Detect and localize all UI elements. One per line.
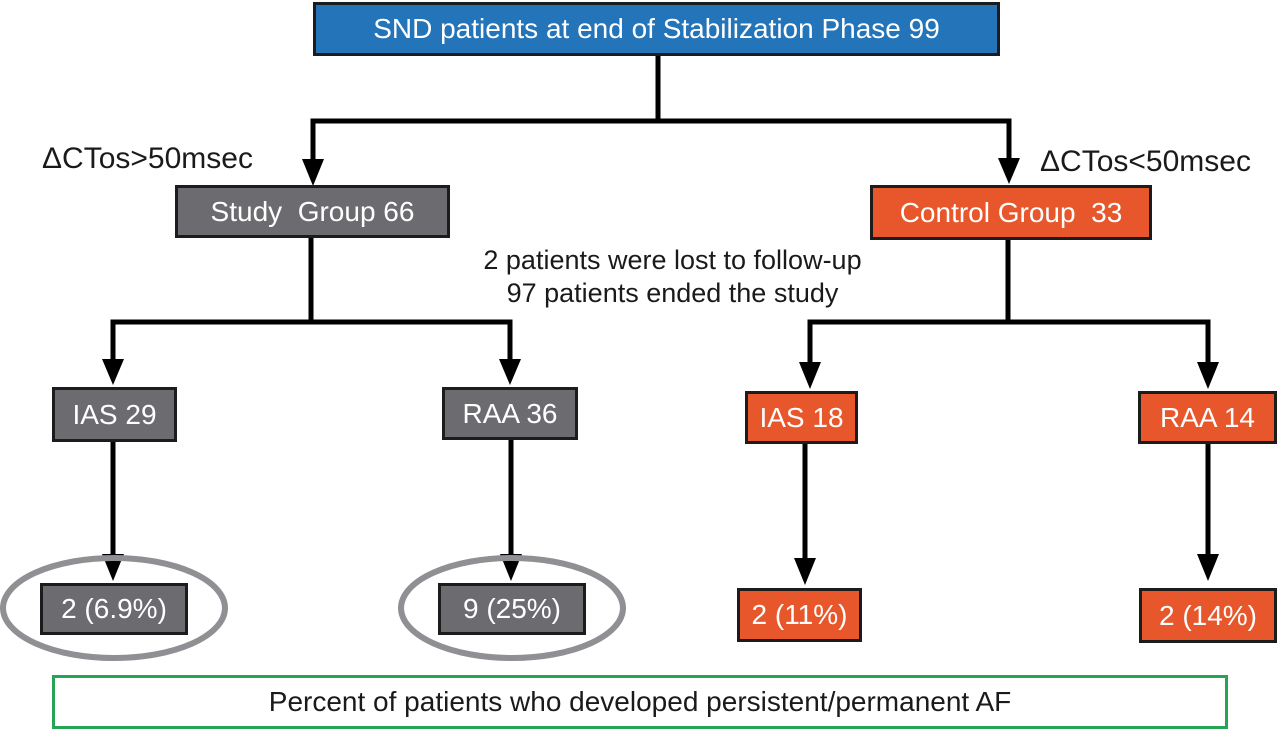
study-raa-result-node: 9 (25%) — [438, 583, 586, 635]
study-ias-node: IAS 29 — [52, 387, 177, 442]
to-ias29-arrowhead — [102, 359, 124, 385]
to-raa14-arrowhead — [1197, 362, 1219, 389]
ias18-result-arrowhead — [794, 558, 816, 585]
left-branch-label: ΔCTos>50msec — [42, 142, 253, 175]
followup-note-line1: 2 patients were lost to follow-up — [483, 245, 862, 275]
right-branch-label: ΔCTos<50msec — [1040, 145, 1251, 178]
control-ias-node: IAS 18 — [745, 391, 858, 444]
to-study-arrowhead — [302, 159, 324, 186]
raa14-result-arrowhead — [1197, 554, 1219, 581]
study-group-node: Study Group 66 — [175, 185, 450, 238]
control-raa-node: RAA 14 — [1138, 391, 1277, 444]
footer-caption-text: Percent of patients who developed persis… — [268, 686, 1012, 717]
study-raa-node: RAA 36 — [442, 387, 578, 440]
footer-caption-box: Percent of patients who developed persis… — [52, 675, 1228, 729]
followup-note-line2: 97 patients ended the study — [506, 278, 839, 308]
control-ias-result-node: 2 (11%) — [737, 588, 862, 642]
root-node: SND patients at end of Stabilization Pha… — [313, 2, 1000, 56]
control-raa-result-node: 2 (14%) — [1139, 588, 1277, 643]
control-group-node: Control Group 33 — [870, 185, 1152, 240]
study-ias-result-node: 2 (6.9%) — [40, 583, 188, 635]
to-ias18-arrowhead — [799, 362, 821, 389]
followup-note: 2 patients were lost to follow-up 97 pat… — [420, 244, 925, 310]
raa36-result-highlight-ellipse — [398, 555, 626, 661]
to-control-arrowhead — [998, 158, 1020, 184]
to-raa36-arrowhead — [499, 359, 521, 385]
ias29-result-highlight-ellipse — [0, 555, 228, 661]
